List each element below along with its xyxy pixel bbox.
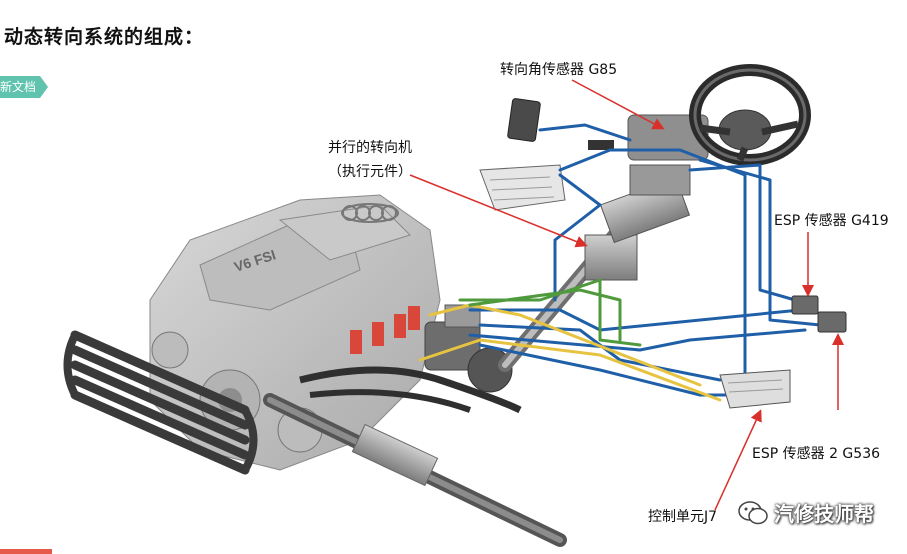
bottom-accent-bar <box>0 549 52 554</box>
wiring-harness <box>418 123 822 402</box>
callout-arrows <box>409 79 844 511</box>
wechat-icon <box>738 500 768 524</box>
label-actuator-line2: （执行元件） <box>328 164 412 180</box>
steering-rack <box>263 366 567 547</box>
label-g536: ESP 传感器 2 G536 <box>752 446 881 462</box>
ignition-coils <box>350 306 420 354</box>
arrow-control-unit <box>714 409 762 511</box>
esp-sensor-g536 <box>817 311 847 333</box>
arrow-actuator <box>409 174 588 248</box>
power-steering-cooler <box>63 330 258 475</box>
document-tag[interactable]: 新文档 <box>0 76 48 98</box>
control-modules-top <box>479 98 614 211</box>
esp-sensor-g419 <box>791 295 819 315</box>
parallel-steering-actuator <box>584 234 638 281</box>
steering-column <box>498 114 709 372</box>
label-g419: ESP 传感器 G419 <box>774 213 889 229</box>
steering-wheel <box>689 64 811 166</box>
arrow-g85 <box>571 79 665 130</box>
watermark: 汽修技师帮 <box>738 498 874 527</box>
page-heading: 动态转向系统的组成： <box>4 26 205 48</box>
label-g85: 转向角传感器 G85 <box>500 62 618 78</box>
control-unit-j7 <box>719 369 791 409</box>
label-actuator-line1: 并行的转向机 <box>328 140 412 156</box>
label-control-unit: 控制单元J7 <box>648 509 718 525</box>
watermark-text: 汽修技师帮 <box>774 502 874 526</box>
